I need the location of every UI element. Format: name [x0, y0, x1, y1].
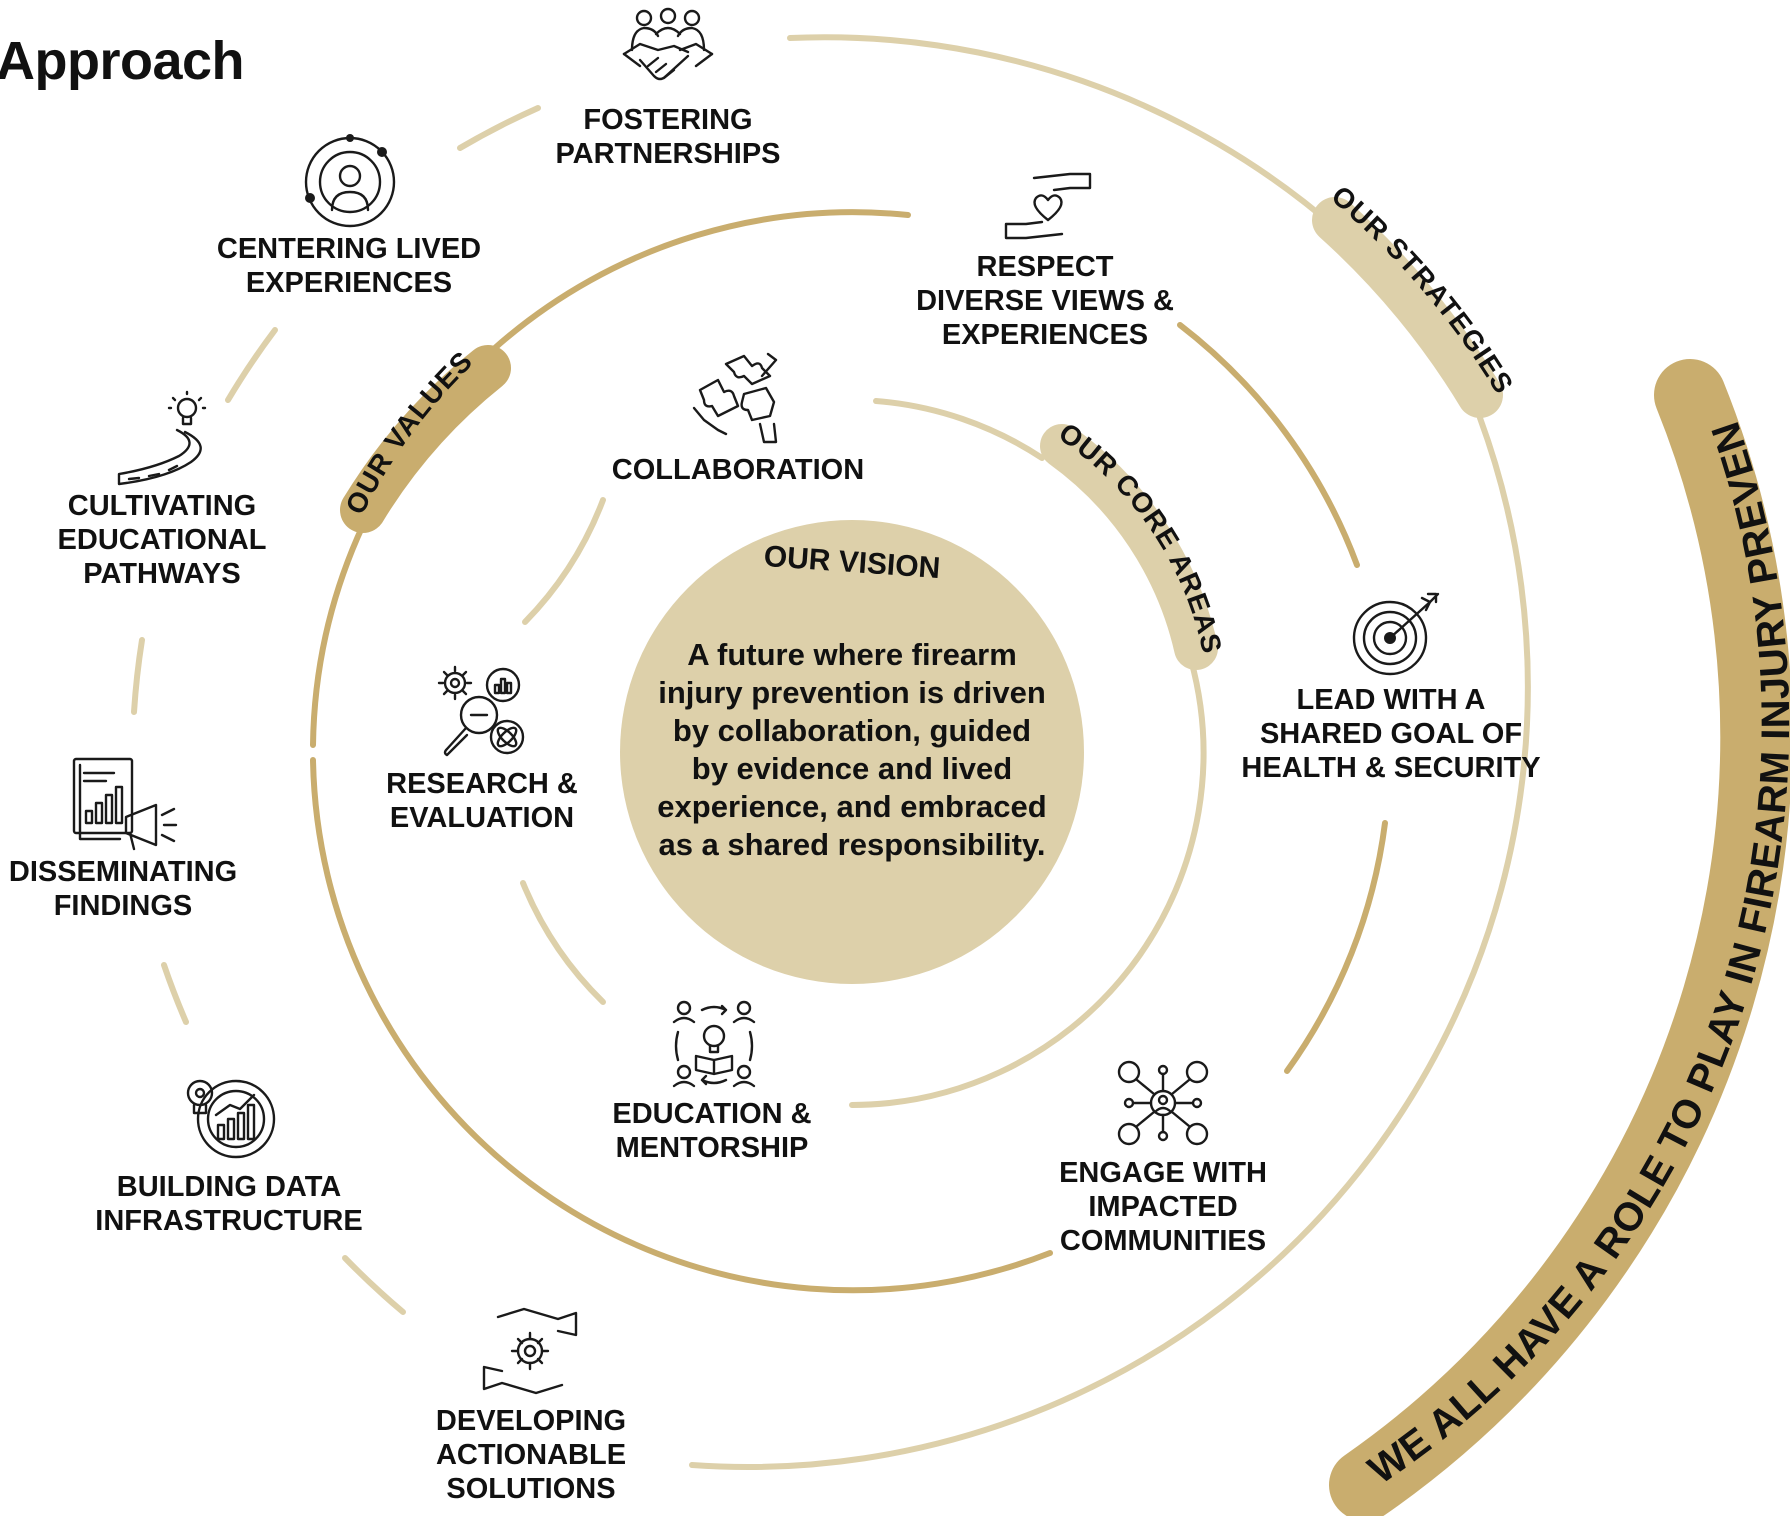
core-research-label: RESEARCH & EVALUATION [386, 768, 578, 834]
handshake-group-icon [618, 6, 718, 92]
value-respect-label: RESPECT DIVERSE VIEWS & EXPERIENCES [916, 251, 1174, 351]
strategy-disseminating-label: DISSEMINATING FINDINGS [8, 856, 238, 922]
vision-text: A future where firearm injury prevention… [657, 637, 1047, 862]
strategy-data-label: BUILDING DATA INFRASTRUCTURE [95, 1171, 363, 1237]
lightbulb-chart-icon [178, 1075, 278, 1165]
hands-gear-icon [478, 1305, 582, 1397]
page-title: Approach [0, 31, 245, 91]
core-education-label: EDUCATION & MENTORSHIP [612, 1098, 812, 1164]
strategies-ring [131, 34, 1531, 1470]
vision-circle [620, 520, 1084, 984]
banner-arc [1329, 359, 1790, 1516]
mentorship-cycle-icon [672, 1000, 756, 1090]
core-areas-ring [520, 398, 1207, 1108]
strategies-label: OUR STRATEGIES [1326, 180, 1520, 400]
people-network-icon [1117, 1060, 1209, 1146]
road-lightbulb-icon [115, 390, 215, 486]
report-megaphone-icon [70, 755, 180, 851]
strategy-partnerships-label: FOSTERING PARTNERSHIPS [555, 104, 781, 170]
strategy-pathways-label: CULTIVATING EDUCATIONAL PATHWAYS [57, 490, 267, 590]
strategy-lived-label: CENTERING LIVED EXPERIENCES [216, 233, 482, 299]
person-orbit-icon [300, 134, 400, 228]
core-collaboration-label: COLLABORATION [611, 454, 865, 486]
gears-magnifier-icon [437, 665, 529, 757]
target-arrow-icon [1350, 592, 1440, 678]
value-engage-label: ENGAGE WITH IMPACTED COMMUNITIES [1059, 1157, 1267, 1257]
values-label: OUR VALUES [339, 345, 478, 519]
value-lead-label: LEAD WITH A SHARED GOAL OF HEALTH & SECU… [1241, 684, 1541, 784]
puzzle-hands-icon [690, 350, 790, 446]
hands-heart-icon [1000, 170, 1096, 242]
strategy-solutions-label: DEVELOPING ACTIONABLE SOLUTIONS [435, 1405, 627, 1505]
